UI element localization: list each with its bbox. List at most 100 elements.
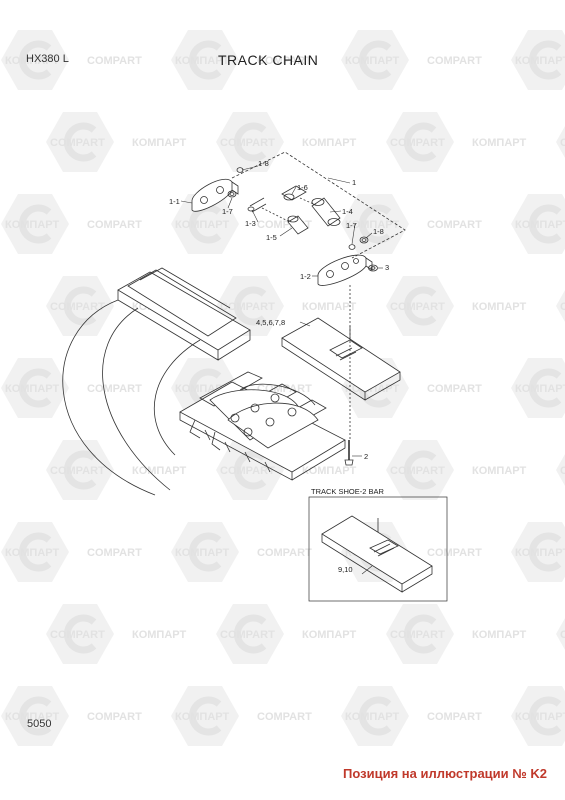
nut-3 [368, 264, 378, 272]
callout-1-3: 1-3 [245, 219, 256, 228]
callout-1-2: 1-2 [300, 272, 311, 281]
watermark-text: КОМПАРТ [302, 465, 356, 477]
watermark-text: COMPART [560, 629, 565, 641]
watermark-text: COMPART [390, 137, 445, 149]
watermark-tile [216, 604, 284, 664]
seal-1-7 [227, 190, 237, 198]
page-code: 5050 [27, 718, 52, 730]
watermark-text: COMPART [427, 547, 482, 559]
illustration-position-note: Позиция на иллюстрации № K2 [343, 766, 547, 781]
callout-1-4: 1-4 [342, 207, 353, 216]
watermark-text: КОМПАРТ [5, 547, 59, 559]
watermark-text: COMPART [87, 219, 142, 231]
watermark-text: COMPART [220, 137, 275, 149]
watermark-text: КОМПАРТ [302, 301, 356, 313]
leader-lines [180, 165, 383, 457]
watermark-text: КОМПАРТ [5, 219, 59, 231]
watermark-text: COMPART [390, 629, 445, 641]
watermark-text: COMPART [220, 465, 275, 477]
watermark-text: COMPART [560, 465, 565, 477]
callout-1-6: 1-6 [297, 183, 308, 192]
chain-assembly [179, 371, 346, 481]
watermark-tile [341, 194, 409, 254]
model-label: HX380 L [26, 53, 69, 65]
watermark-text: КОМПАРТ [132, 629, 186, 641]
watermark-text: COMPART [560, 137, 565, 149]
watermark-text: КОМПАРТ [515, 711, 565, 723]
watermark-text: КОМПАРТ [472, 465, 526, 477]
track-loop-outer [62, 299, 156, 496]
watermark-text: COMPART [390, 465, 445, 477]
watermark-tile [1, 522, 69, 582]
watermark-tile [386, 112, 454, 172]
callout-1-8: 1-8 [258, 159, 269, 168]
watermark-text: КОМПАРТ [472, 629, 526, 641]
pin-1-3 [247, 197, 267, 213]
watermark-text: COMPART [50, 629, 105, 641]
watermark-text: COMPART [257, 711, 312, 723]
bolt-2 [344, 440, 354, 466]
watermark-tile [46, 604, 114, 664]
watermark-text: COMPART [87, 383, 142, 395]
watermark-tile [1, 30, 69, 90]
watermark-tile [511, 522, 565, 582]
pin-1-6 [281, 185, 307, 201]
watermark-text: КОМПАРТ [515, 55, 565, 67]
watermark-text: КОМПАРТ [515, 547, 565, 559]
watermark-text: КОМПАРТ [472, 301, 526, 313]
callout-1-8b: 1-8 [373, 227, 384, 236]
watermark-text: COMPART [87, 55, 142, 67]
callout-1-1: 1-1 [169, 197, 180, 206]
watermark-text: COMPART [220, 301, 275, 313]
watermark-text: COMPART [87, 547, 142, 559]
watermark-text: COMPART [220, 629, 275, 641]
link-1-2 [317, 254, 373, 286]
watermark-text: КОМПАРТ [175, 547, 229, 559]
watermark-tile [386, 276, 454, 336]
watermark-text: КОМПАРТ [345, 711, 399, 723]
track-loop-inner [102, 307, 171, 491]
watermark-tile [216, 112, 284, 172]
inset-frame [308, 496, 448, 602]
watermark-tile [1, 358, 69, 418]
bushing-1-4 [311, 197, 341, 227]
watermark-text: КОМПАРТ [345, 55, 399, 67]
watermark-text: КОМПАРТ [175, 711, 229, 723]
callout-1: 1 [352, 178, 356, 187]
callout-1-7b: 1-7 [346, 221, 357, 230]
watermark-tile [511, 358, 565, 418]
watermark-text: COMPART [560, 301, 565, 313]
watermark-text: КОМПАРТ [175, 219, 229, 231]
watermark-text: КОМПАРТ [515, 219, 565, 231]
watermark-tile [556, 454, 565, 486]
watermark-text: COMPART [50, 465, 105, 477]
link-1-1 [191, 179, 239, 212]
watermark-text: КОМПАРТ [5, 383, 59, 395]
inset-title: TRACK SHOE-2 BAR [311, 487, 385, 496]
watermark-tile [46, 112, 114, 172]
inset-track-shoe [321, 515, 433, 593]
watermark-text: КОМПАРТ [5, 711, 59, 723]
watermark-text: КОМПАРТ [302, 137, 356, 149]
watermark-text: КОМПАРТ [302, 629, 356, 641]
watermark-tile [1, 686, 69, 746]
watermark-tile [511, 194, 565, 254]
watermark-text: COMPART [427, 219, 482, 231]
watermark-text: КОМПАРТ [515, 383, 565, 395]
watermark-tile [511, 686, 565, 746]
watermark-tile [511, 30, 565, 90]
page-title: TRACK CHAIN [218, 52, 319, 68]
watermark-text: COMPART [427, 383, 482, 395]
watermark-text: КОМПАРТ [5, 55, 59, 67]
watermark-tile [171, 30, 239, 90]
watermark-text: COMPART [257, 55, 312, 67]
alignment-line [261, 197, 351, 440]
watermark-tile [386, 604, 454, 664]
watermark-text: КОМПАРТ [472, 137, 526, 149]
watermark-tile [341, 686, 409, 746]
watermark-text: COMPART [50, 137, 105, 149]
